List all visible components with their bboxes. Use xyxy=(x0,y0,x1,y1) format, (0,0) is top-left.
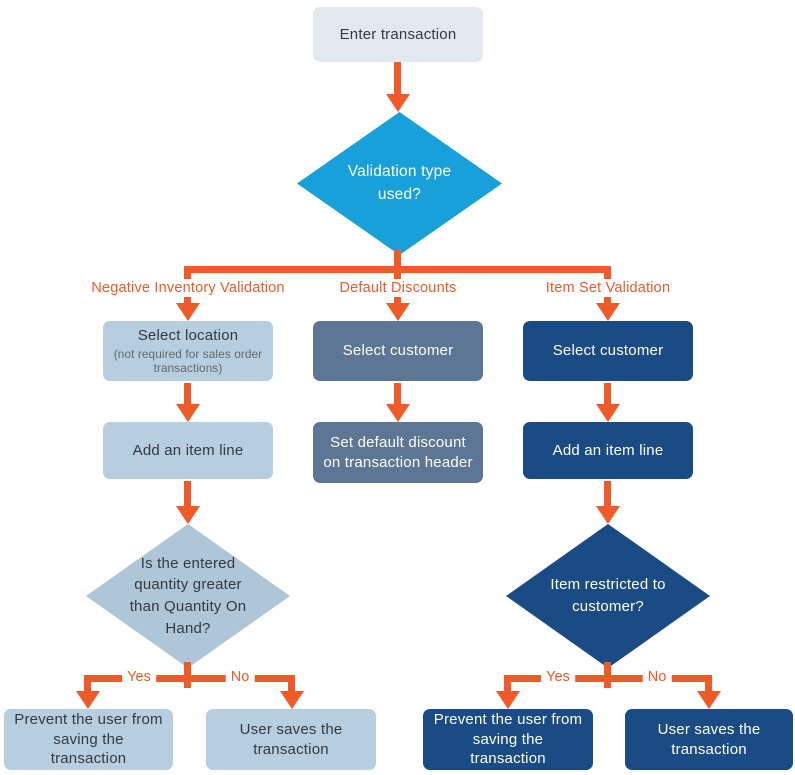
node-add-item-line-right: Add an item line xyxy=(523,422,693,479)
prevent-save-left-label: Prevent the user from saving the transac… xyxy=(14,711,163,768)
decision-validation-type-label: Validation type used? xyxy=(347,163,452,203)
label-no-left: No xyxy=(225,669,255,685)
arrowhead-icon xyxy=(176,506,200,524)
arrow-middle-step1-step2 xyxy=(394,383,401,406)
arrowhead-icon xyxy=(596,404,620,422)
arrow-right-step1-step2 xyxy=(604,383,611,406)
arrowhead-icon xyxy=(280,691,304,709)
node-decision-validation-type: Validation type used? xyxy=(297,112,502,255)
connector-yesno-line-left xyxy=(84,675,295,682)
node-add-item-line-left: Add an item line xyxy=(103,422,273,479)
select-location-note: (not required for sales order transactio… xyxy=(113,346,263,376)
arrowhead-icon xyxy=(76,691,100,709)
add-item-line-left-label: Add an item line xyxy=(132,441,244,459)
branch-label-item-set: Item Set Validation xyxy=(539,279,677,297)
node-prevent-save-right: Prevent the user from saving the transac… xyxy=(423,709,593,770)
node-select-customer-itemset: Select customer xyxy=(523,321,693,381)
arrowhead-icon xyxy=(386,404,410,422)
node-user-saves-right: User saves the transaction xyxy=(625,709,793,770)
select-customer-discounts-label: Select customer xyxy=(342,342,454,360)
arrowhead-icon xyxy=(176,404,200,422)
node-start: Enter transaction xyxy=(313,7,483,62)
label-no-right: No xyxy=(642,669,672,685)
connector-stub xyxy=(184,662,191,676)
arrowhead-icon xyxy=(596,506,620,524)
select-location-label: Select location xyxy=(137,327,239,345)
add-item-line-right-label: Add an item line xyxy=(552,441,664,459)
arrow-no-left xyxy=(288,682,295,693)
node-select-customer-discounts: Select customer xyxy=(313,321,483,381)
decision-quantity-label: Is the entered quantity greater than Qua… xyxy=(129,554,247,637)
node-decision-item-restricted: Item restricted to customer? xyxy=(506,524,710,668)
branch-label-default-discounts: Default Discounts xyxy=(333,279,463,297)
prevent-save-right-label: Prevent the user from saving the transac… xyxy=(433,711,583,768)
connector-stub xyxy=(184,682,191,688)
user-saves-left-label: User saves the transaction xyxy=(239,721,343,758)
node-set-default-discount: Set default discount on transaction head… xyxy=(313,422,483,483)
arrowhead-icon xyxy=(386,303,410,321)
arrow-yes-left xyxy=(84,682,91,693)
arrow-left-to-decision xyxy=(184,481,191,508)
branch-label-negative-inventory: Negative Inventory Validation xyxy=(85,279,291,297)
node-prevent-save-left: Prevent the user from saving the transac… xyxy=(4,709,173,770)
connector-stub xyxy=(604,662,611,676)
arrow-no-right xyxy=(705,682,712,693)
node-select-location: Select location (not required for sales … xyxy=(103,321,273,381)
user-saves-right-label: User saves the transaction xyxy=(657,721,761,758)
node-start-label: Enter transaction xyxy=(339,25,457,43)
label-yes-right: Yes xyxy=(541,669,575,685)
connector-stub xyxy=(394,250,401,268)
label-yes-left: Yes xyxy=(122,669,156,685)
arrow-start-to-decision xyxy=(394,62,401,96)
decision-item-restricted-label: Item restricted to customer? xyxy=(550,576,666,615)
connector-stub xyxy=(604,682,611,688)
set-default-discount-label: Set default discount on transaction head… xyxy=(323,434,473,471)
connector-split-line xyxy=(184,266,611,273)
arrowhead-icon xyxy=(596,303,620,321)
select-customer-itemset-label: Select customer xyxy=(552,342,664,360)
connector-yesno-line-right xyxy=(504,675,712,682)
arrow-yes-right xyxy=(504,682,511,693)
arrowhead-icon xyxy=(697,691,721,709)
node-user-saves-left: User saves the transaction xyxy=(206,709,376,770)
arrow-right-to-decision xyxy=(604,481,611,508)
node-decision-quantity: Is the entered quantity greater than Qua… xyxy=(86,524,290,668)
arrowhead-icon xyxy=(496,691,520,709)
arrowhead-icon xyxy=(176,303,200,321)
arrow-left-step1-step2 xyxy=(184,383,191,406)
arrowhead-icon xyxy=(386,94,410,112)
